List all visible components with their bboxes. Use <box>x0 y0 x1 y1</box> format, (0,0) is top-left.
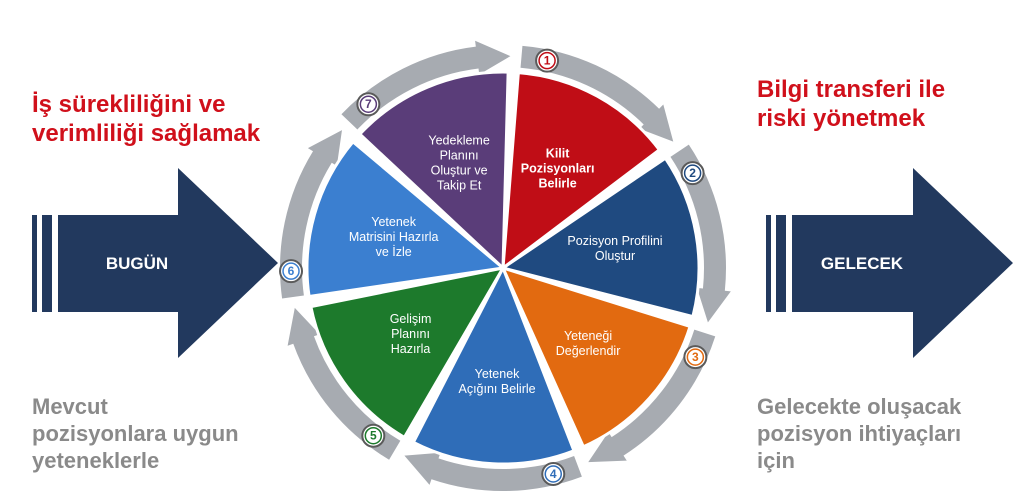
step-label-line: Pozisyonları <box>521 161 595 175</box>
future-arrow-stripe <box>766 215 771 312</box>
step-number: 3 <box>692 350 699 364</box>
step-label-line: Yetenek <box>371 215 416 229</box>
step-segment-1 <box>501 70 662 272</box>
right-subtext-line: Gelecekte oluşacak <box>757 394 962 419</box>
step-number: 2 <box>689 166 696 180</box>
step-badge-ring <box>282 262 300 280</box>
step-badge-ring <box>686 348 705 366</box>
step-number: 7 <box>365 97 372 111</box>
step-segment-7 <box>357 70 510 272</box>
step-badge-ring <box>538 51 556 70</box>
step-number: 1 <box>544 54 551 68</box>
ring-arrow <box>588 329 716 463</box>
left-subtext: Mevcut pozisyonlara uygun yeteneklerle <box>32 393 239 474</box>
step-label-line: Kilit <box>546 146 570 160</box>
left-subtext-line: Mevcut <box>32 394 108 419</box>
right-subtext-line: pozisyon ihtiyaçları <box>757 421 962 446</box>
step-badge-ring <box>359 95 378 113</box>
right-subtext: Gelecekte oluşacak pozisyon ihtiyaçları … <box>757 393 961 474</box>
today-arrow-label: BUGÜN <box>106 254 168 273</box>
right-heading-line: riski yönetmek <box>757 105 926 132</box>
step-badge-ring <box>364 426 383 445</box>
step-label-line: Planını <box>391 327 430 341</box>
left-heading-line: İş sürekliliğini ve <box>32 91 226 118</box>
step-label-line: Oluştur <box>595 249 635 263</box>
today-arrow-stripe <box>42 215 52 312</box>
step-label-line: Açığını Belirle <box>458 382 535 396</box>
step-label-line: Yetenek <box>475 367 520 381</box>
left-heading-line: verimliliği sağlamak <box>32 120 261 147</box>
step-label-line: Takip Et <box>437 179 482 193</box>
step-badge-ring <box>544 465 563 483</box>
ring-arrow <box>287 307 401 460</box>
step-segment-6 <box>305 139 507 299</box>
future-arrow-stripe <box>776 215 786 312</box>
step-label-line: Pozisyon Profilini <box>567 234 662 248</box>
step-segment-3 <box>500 265 692 449</box>
step-segment-2 <box>499 156 701 319</box>
today-arrow-stripe <box>32 215 37 312</box>
ring-arrow <box>670 144 731 323</box>
right-subtext-line: için <box>757 448 795 473</box>
step-label-line: Yeteneği <box>564 329 612 343</box>
step-label-line: Yedekleme <box>428 134 489 148</box>
step-label-line: Planını <box>440 149 479 163</box>
step-label-line: Gelişim <box>390 312 432 326</box>
step-badge-ring <box>683 164 702 182</box>
today-arrow: BUGÜN <box>32 168 278 358</box>
step-label-line: Oluştur ve <box>431 164 488 178</box>
ring-arrow <box>520 45 674 142</box>
step-label-line: Değerlendir <box>556 344 621 358</box>
step-number: 6 <box>288 264 295 278</box>
left-subtext-line: pozisyonlara uygun <box>32 421 239 446</box>
step-number: 5 <box>370 429 377 443</box>
ring-arrow <box>280 130 342 299</box>
step-segment-4 <box>411 264 576 466</box>
left-subtext-line: yeteneklerle <box>32 448 160 473</box>
today-arrow-body <box>58 168 278 358</box>
step-label-line: ve İzle <box>376 245 412 259</box>
future-arrow-label: GELECEK <box>821 254 904 273</box>
step-label-line: Belirle <box>539 176 577 190</box>
left-heading: İş sürekliliğini ve verimliliği sağlamak <box>32 90 260 148</box>
step-number: 4 <box>550 467 557 481</box>
step-label-line: Matrisini Hazırla <box>349 230 439 244</box>
right-heading-line: Bilgi transferi ile <box>757 76 946 103</box>
ring-arrow <box>341 40 511 130</box>
ring-arrow <box>404 452 582 491</box>
future-arrow: GELECEK <box>766 168 1013 358</box>
step-label-line: Hazırla <box>391 342 431 356</box>
right-heading: Bilgi transferi ile riski yönetmek <box>757 75 945 133</box>
step-segment-5 <box>309 265 506 440</box>
future-arrow-body <box>792 168 1013 358</box>
